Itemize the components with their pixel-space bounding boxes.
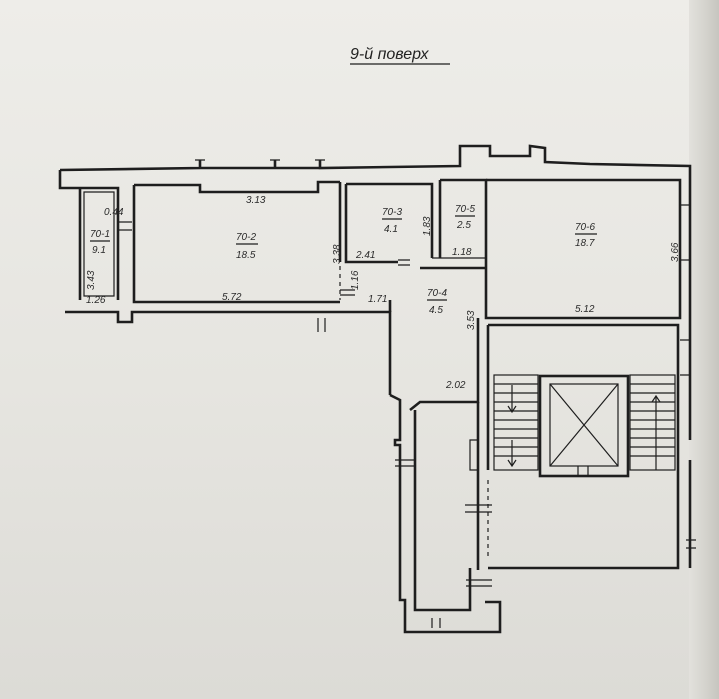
outer-walls: [58, 144, 692, 634]
dim-5-72: 5.72: [222, 292, 242, 303]
room-70-2-walls: [132, 180, 342, 304]
floor-title: 9-й поверх: [350, 46, 430, 63]
dim-1-16: 1.16: [350, 270, 361, 290]
window-marks: [195, 159, 696, 549]
stair-hall: [395, 323, 680, 628]
svg-text:4.1: 4.1: [384, 224, 398, 235]
dim-3-38: 3.38: [332, 244, 343, 264]
room-label-70-6: 70-6 18.7: [575, 222, 597, 249]
room-label-70-5: 70-5 2.5: [455, 204, 475, 231]
dim-1-71: 1.71: [368, 294, 387, 305]
svg-text:9.1: 9.1: [92, 245, 106, 256]
page-edge: [689, 0, 719, 699]
dim-2-02: 2.02: [445, 380, 466, 391]
dim-2-41: 2.41: [355, 250, 375, 261]
dim-0-44: 0.44: [104, 207, 124, 218]
stair-flight-left: [493, 374, 539, 471]
room-70-6-walls: [484, 178, 690, 320]
svg-text:2.5: 2.5: [456, 220, 471, 231]
svg-text:4.5: 4.5: [429, 305, 443, 316]
dimension-labels: 0.44 3.43 1.26 3.13 3.38 5.72 1.16 1.71 …: [86, 195, 681, 391]
room-70-4-walls: [344, 182, 434, 266]
dim-1-83: 1.83: [422, 216, 433, 236]
svg-text:70-2: 70-2: [236, 232, 256, 243]
svg-text:70-4: 70-4: [427, 288, 447, 299]
dim-3-43: 3.43: [86, 270, 97, 290]
svg-text:18.7: 18.7: [575, 238, 595, 249]
dim-3-53: 3.53: [466, 310, 477, 330]
room-70-3-walls: [80, 186, 132, 300]
svg-text:70-6: 70-6: [575, 222, 595, 233]
svg-text:18.5: 18.5: [236, 250, 256, 261]
elevator-shaft: [538, 374, 630, 478]
dim-3-13: 3.13: [246, 195, 266, 206]
svg-text:70-5: 70-5: [455, 204, 475, 215]
room-label-70-3: 70-1 9.1: [90, 229, 110, 256]
svg-text:70-3: 70-3: [382, 207, 402, 218]
room-label-70-1: 70-4 4.5: [427, 288, 447, 316]
dim-3-66: 3.66: [670, 242, 681, 262]
room-label-70-4: 70-3 4.1: [382, 207, 402, 235]
corridor-70-1: [340, 289, 480, 412]
dim-1-26: 1.26: [86, 295, 106, 306]
room-label-70-2: 70-2 18.5: [236, 232, 258, 261]
svg-text:70-1: 70-1: [90, 229, 110, 240]
stair-flight-right: [629, 374, 676, 471]
dim-5-12: 5.12: [575, 304, 595, 315]
dim-1-18: 1.18: [452, 247, 472, 258]
